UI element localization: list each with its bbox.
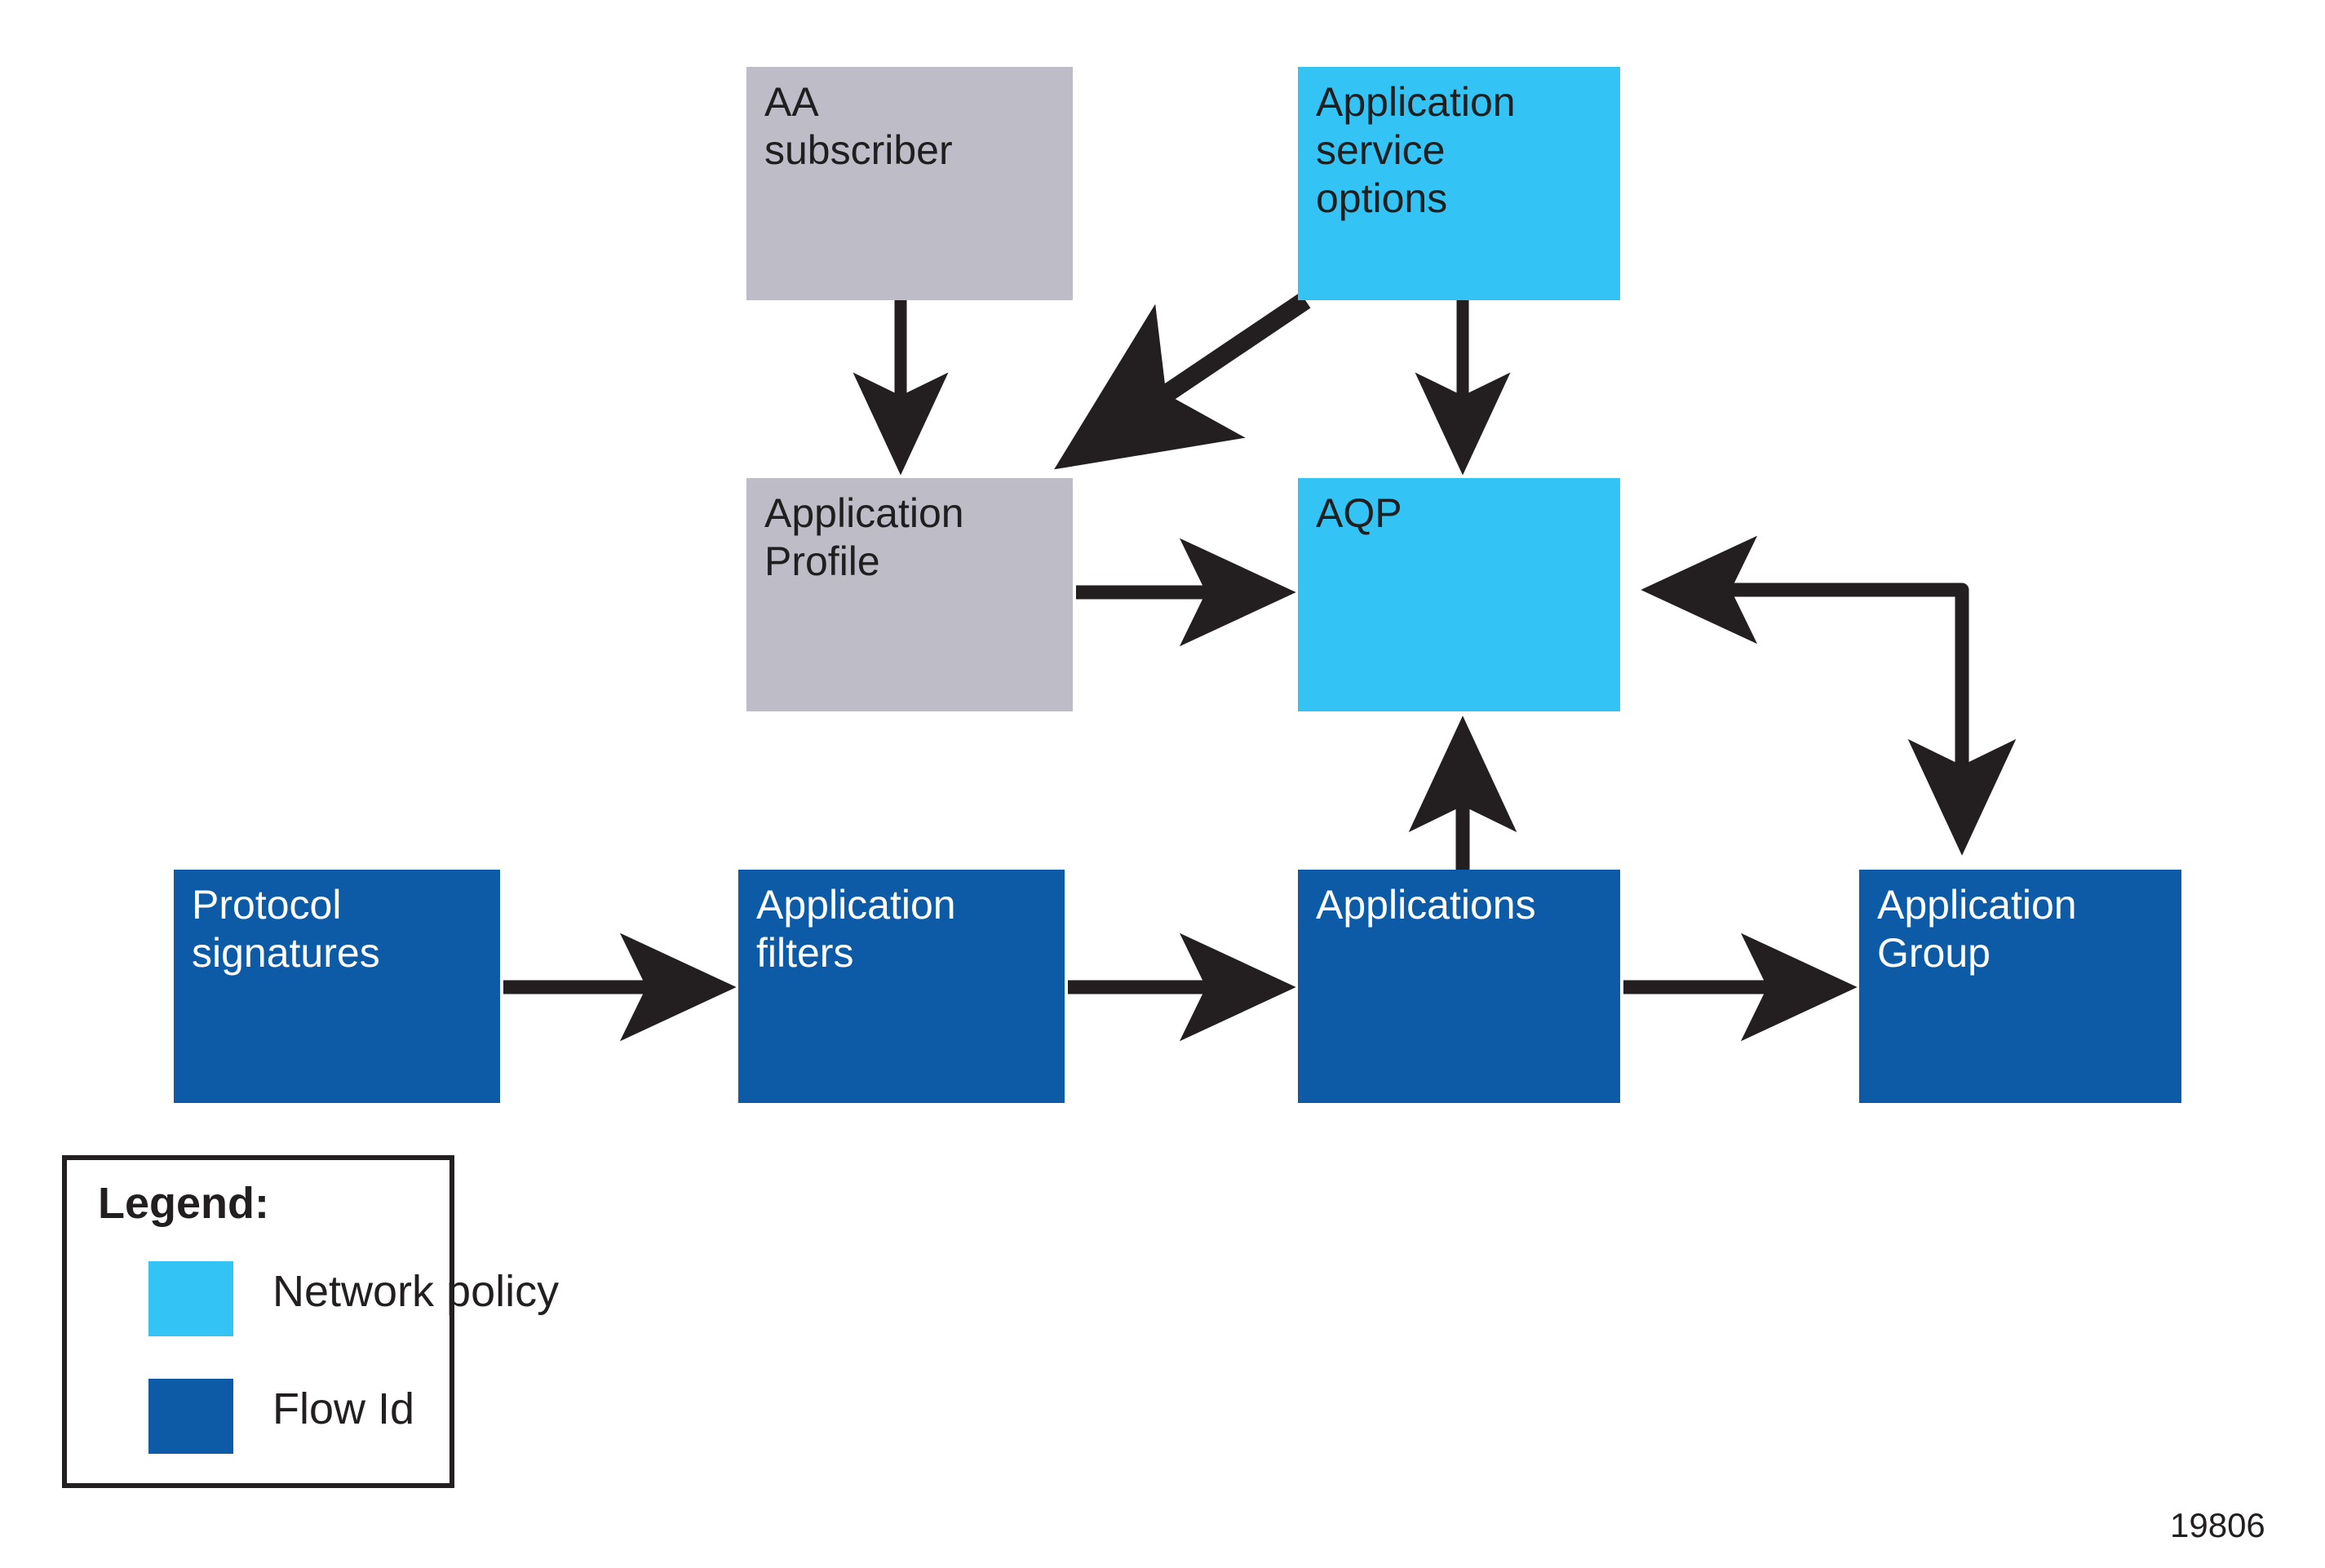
node-application-group[interactable]: Application Group — [1859, 870, 2181, 1103]
node-protocol-signatures[interactable]: Protocol signatures — [174, 870, 500, 1103]
legend-panel: Legend: Network policy Flow Id — [62, 1155, 559, 1488]
node-application-filters[interactable]: Application filters — [738, 870, 1065, 1103]
node-label: AA subscriber — [764, 79, 953, 173]
node-label: Protocol signatures — [192, 882, 380, 976]
node-application-service-options[interactable]: Application service options — [1298, 67, 1620, 300]
legend-swatch-network-policy — [148, 1261, 233, 1336]
node-label: Application Group — [1877, 882, 2077, 976]
edge-aqp-to-application-group — [1641, 535, 2017, 856]
node-label: Application service options — [1316, 79, 1516, 221]
node-aa-subscriber[interactable]: AA subscriber — [746, 67, 1073, 300]
node-applications[interactable]: Applications — [1298, 870, 1620, 1103]
node-aqp[interactable]: AQP — [1298, 478, 1620, 711]
legend-label: Network policy — [272, 1267, 560, 1316]
legend-label: Flow Id — [272, 1384, 415, 1433]
node-label: Applications — [1316, 882, 1536, 928]
figure-id: 19806 — [2170, 1506, 2265, 1544]
legend-title: Legend: — [98, 1179, 269, 1228]
edge-application-service-options-to-application-profile — [1054, 292, 1311, 470]
node-label: Application filters — [756, 882, 956, 976]
node-label: Application Profile — [764, 490, 964, 584]
node-application-profile[interactable]: Application Profile — [746, 478, 1073, 711]
node-label: AQP — [1316, 490, 1402, 536]
legend-swatch-flow-id — [148, 1379, 233, 1454]
